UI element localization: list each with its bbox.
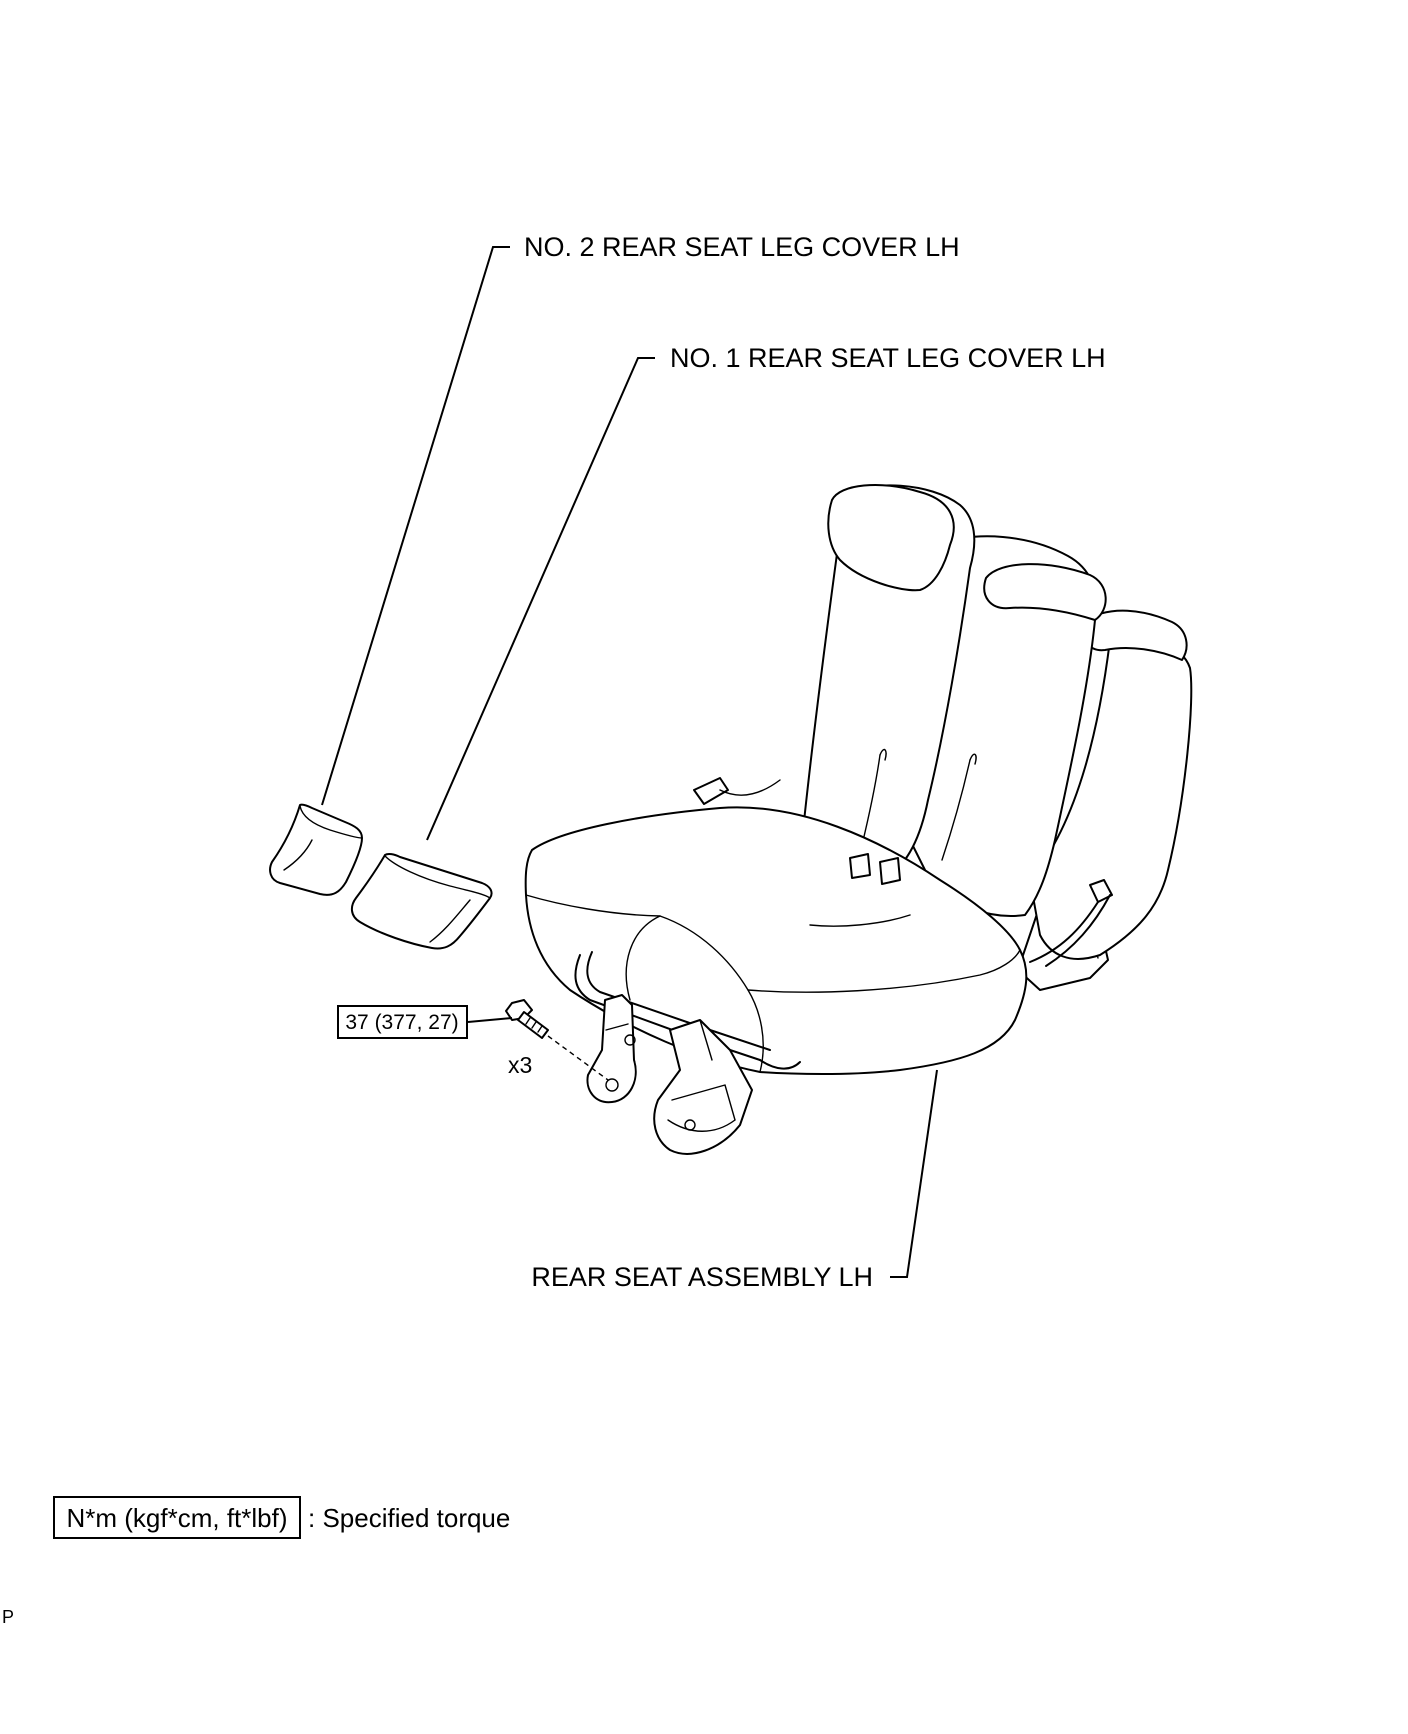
leader-line-leg-cover-2: [321, 246, 510, 806]
callout-leg-cover-1: NO. 1 REAR SEAT LEG COVER LH: [426, 343, 1106, 841]
bolt-icon: [505, 999, 549, 1039]
legend-box-text: N*m (kgf*cm, ft*lbf): [66, 1503, 287, 1533]
callout-seat-assembly: REAR SEAT ASSEMBLY LH: [531, 1069, 938, 1292]
label-leg-cover-2: NO. 2 REAR SEAT LEG COVER LH: [524, 232, 960, 262]
torque-spec: 37 (377, 27) x3: [337, 1005, 532, 1078]
legend-description: : Specified torque: [308, 1503, 510, 1533]
rear-seat-assembly-part: [524, 484, 1193, 1155]
label-seat-assembly: REAR SEAT ASSEMBLY LH: [531, 1262, 873, 1292]
torque-quantity: x3: [508, 1052, 532, 1078]
bolt-install-path: [547, 1035, 609, 1081]
torque-legend: N*m (kgf*cm, ft*lbf) : Specified torque: [53, 1496, 510, 1539]
leg-cover-1-part: [350, 852, 493, 950]
leader-line-seat-assembly: [890, 1069, 938, 1278]
page-code: P: [2, 1607, 14, 1627]
leader-line-leg-cover-1: [426, 357, 655, 841]
label-leg-cover-1: NO. 1 REAR SEAT LEG COVER LH: [670, 343, 1106, 373]
torque-value: 37 (377, 27): [345, 1011, 458, 1034]
legend-box: [53, 1496, 301, 1539]
leader-line-torque: [467, 1017, 513, 1023]
torque-box: [337, 1005, 468, 1039]
bolt-fastener: [467, 999, 609, 1081]
callout-leg-cover-2: NO. 2 REAR SEAT LEG COVER LH: [321, 232, 960, 806]
leg-cover-2-part: [269, 803, 363, 896]
